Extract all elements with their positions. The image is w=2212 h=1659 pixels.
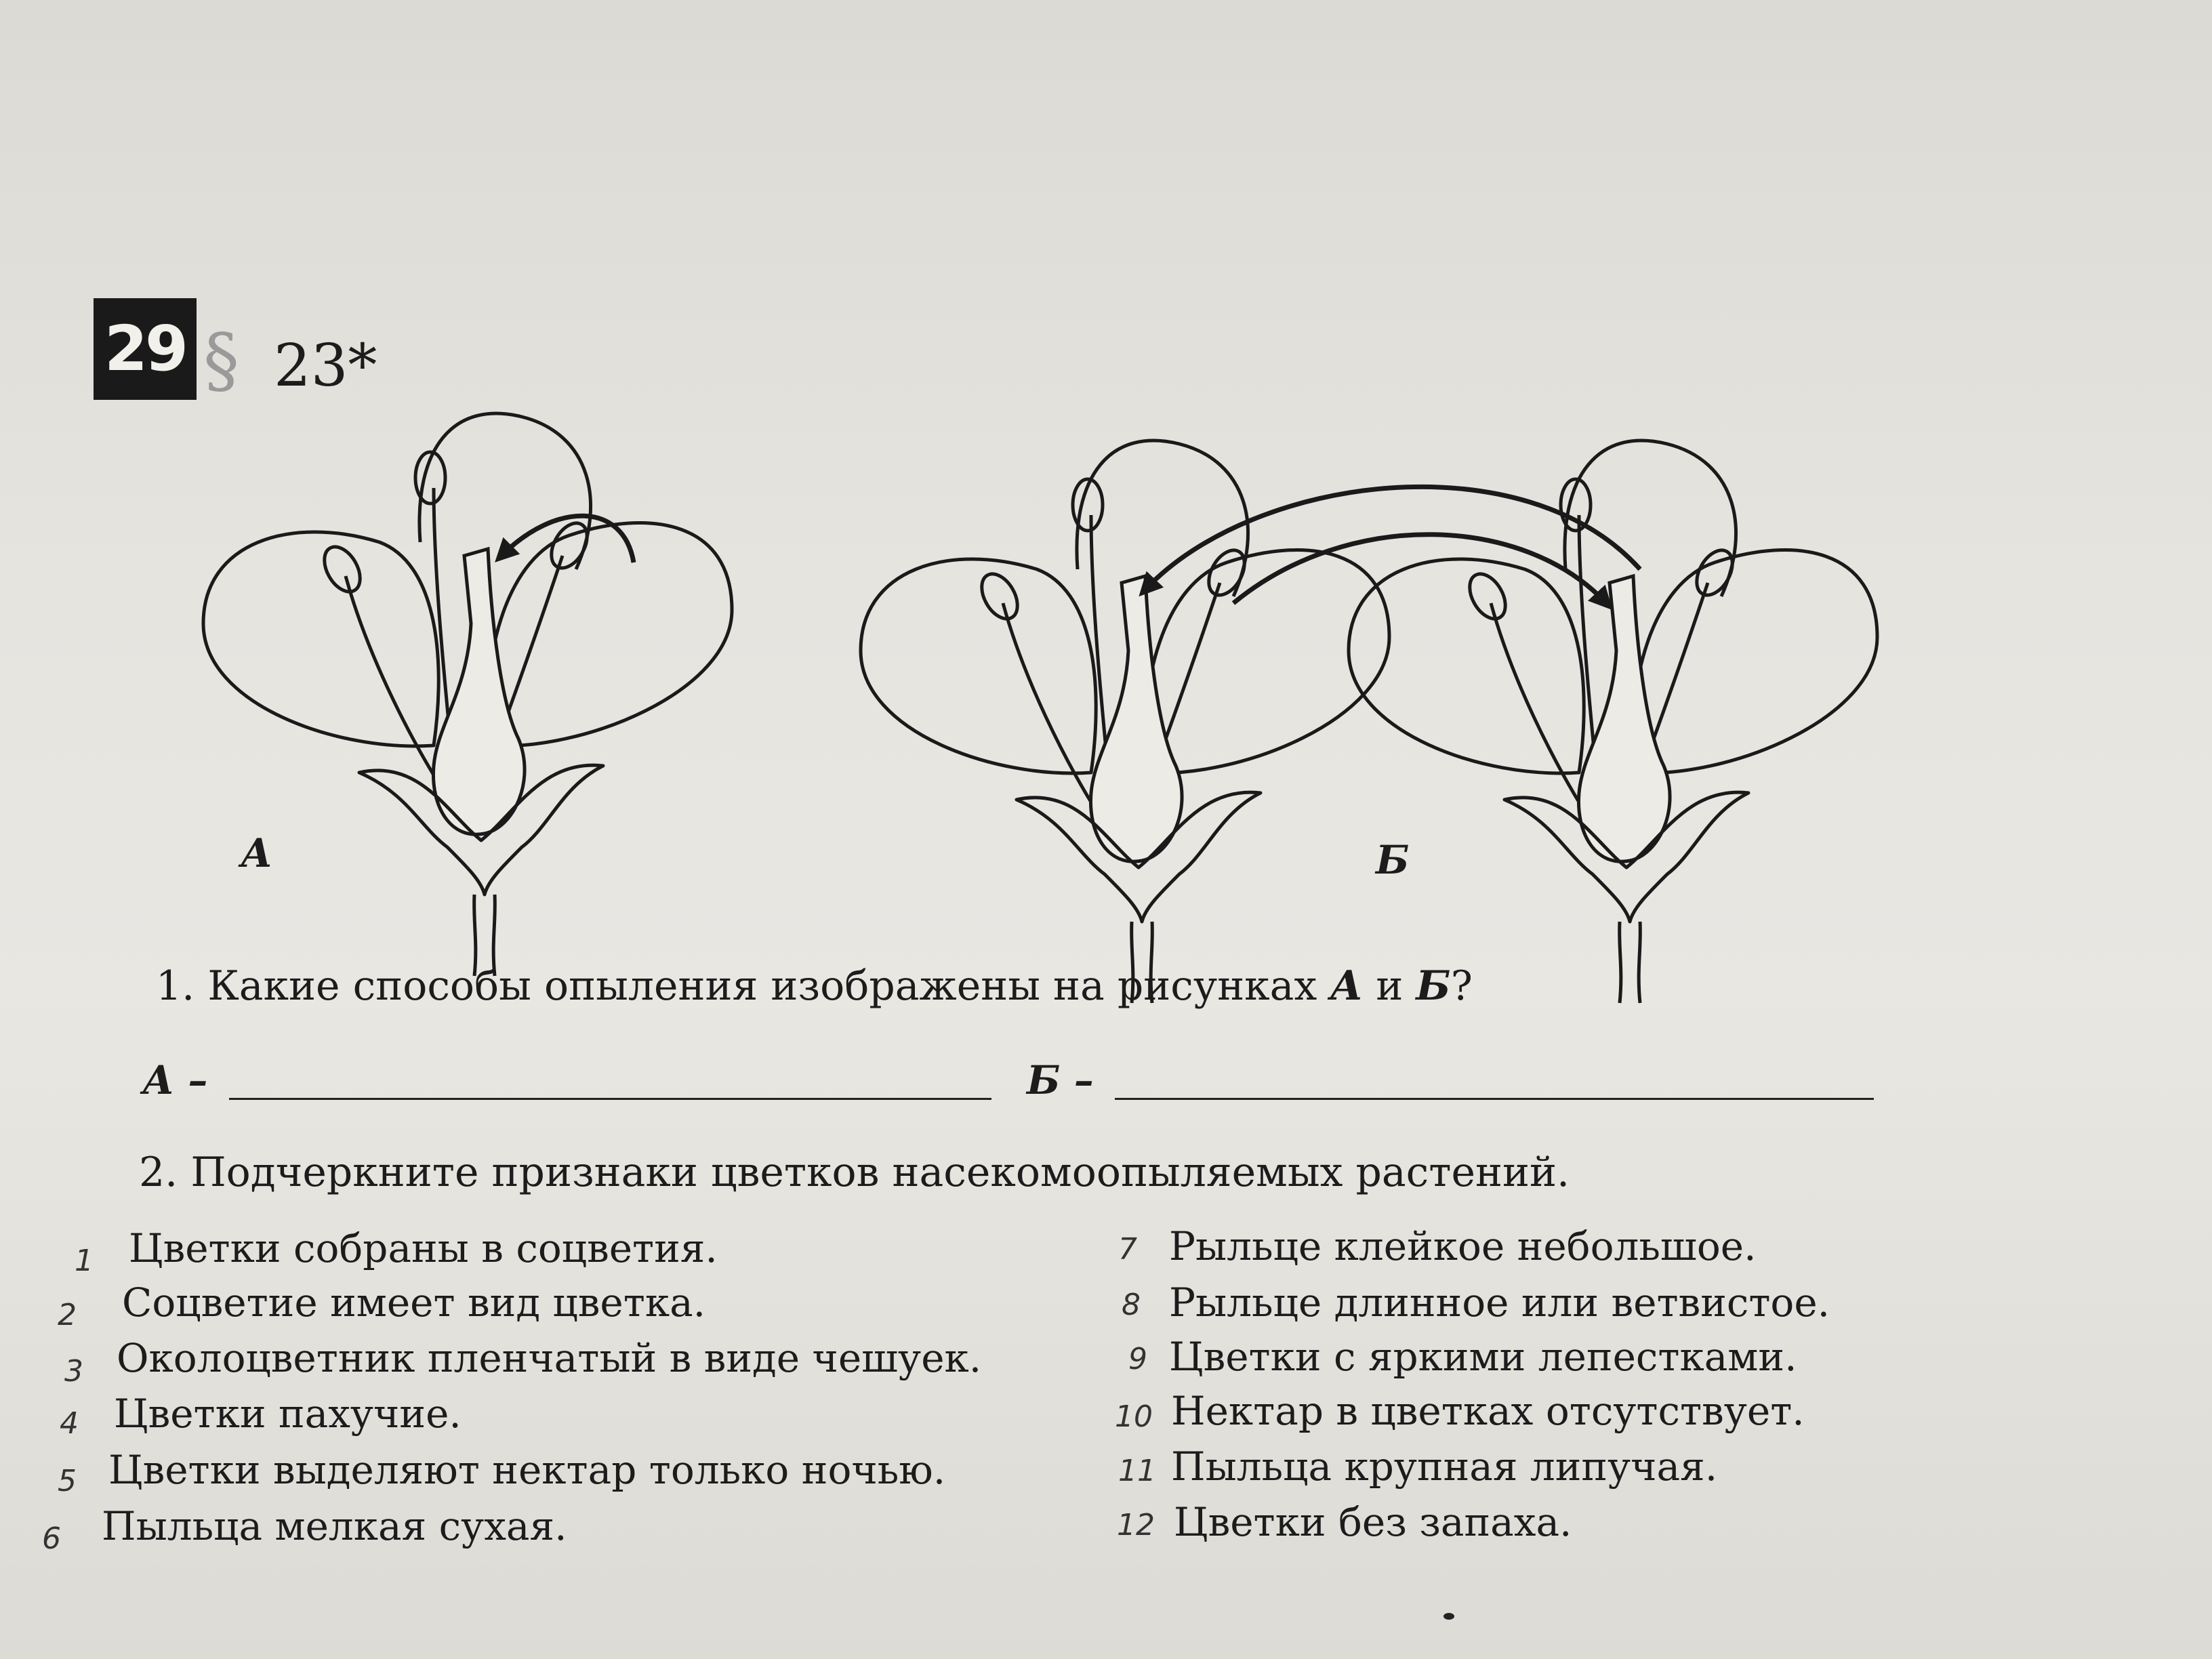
figure-label-b: Б	[1376, 837, 1410, 883]
page-number-badge: 29	[94, 298, 197, 400]
item-10-text[interactable]: Нектар в цветках отсутствует.	[1171, 1388, 1805, 1434]
question-1-number: 1.	[156, 962, 195, 1010]
item-8-text[interactable]: Рыльце длинное или ветвистое.	[1169, 1279, 1830, 1326]
flower-b-right	[1349, 441, 1877, 1003]
item-9-text[interactable]: Цветки с яркими лепестками.	[1169, 1334, 1797, 1380]
answer-b-line[interactable]	[1115, 1098, 1874, 1100]
item-5-text[interactable]: Цветки выделяют нектар только ночью.	[108, 1447, 946, 1493]
item-4-number: 4	[60, 1406, 79, 1441]
item-2-text[interactable]: Соцветие имеет вид цветка.	[122, 1279, 706, 1326]
question-2: 2. Подчеркните признаки цветков насекомо…	[139, 1149, 1570, 1196]
self-pollination-arrow	[495, 513, 636, 563]
item-1-number: 1	[75, 1244, 94, 1278]
answer-b-label: Б –	[1027, 1057, 1094, 1103]
item-8-number: 8	[1122, 1288, 1141, 1322]
item-12-number: 12	[1117, 1508, 1155, 1542]
question-1-a: А	[1330, 962, 1364, 1010]
item-11-number: 11	[1118, 1454, 1156, 1488]
item-12-text[interactable]: Цветки без запаха.	[1174, 1499, 1572, 1545]
item-7-text[interactable]: Рыльце клейкое небольшое.	[1169, 1223, 1757, 1269]
item-6-text[interactable]: Пыльца мелкая сухая.	[102, 1503, 567, 1549]
answer-a-line[interactable]	[229, 1098, 991, 1100]
item-10-number: 10	[1115, 1399, 1153, 1434]
item-2-number: 2	[58, 1298, 77, 1332]
item-3-text[interactable]: Околоцветник пленчатый в виде чешуек.	[117, 1335, 982, 1381]
question-1-end: ?	[1450, 962, 1473, 1010]
cross-pollination-arrow-1	[1139, 484, 1642, 597]
item-1-text[interactable]: Цветки собраны в соцветия.	[129, 1225, 718, 1271]
question-1: 1. Какие способы опыления изображены на …	[156, 962, 1473, 1010]
question-1-conj: и	[1376, 962, 1404, 1010]
ink-dot	[1443, 1613, 1454, 1620]
cross-pollination-arrow-2	[1231, 532, 1613, 611]
flower-b-left	[861, 441, 1389, 1003]
question-2-number: 2.	[139, 1149, 178, 1196]
figure-label-a: А	[241, 830, 273, 876]
section-number: 23*	[274, 332, 377, 400]
item-7-number: 7	[1118, 1232, 1137, 1267]
question-2-text: Подчеркните признаки цветков насекомоопы…	[190, 1149, 1570, 1196]
question-1-b: Б	[1416, 962, 1451, 1010]
answer-a-label: А –	[142, 1057, 208, 1103]
item-3-number: 3	[64, 1354, 83, 1389]
item-11-text[interactable]: Пыльца крупная липучая.	[1171, 1443, 1718, 1490]
item-9-number: 9	[1128, 1342, 1147, 1376]
item-6-number: 6	[42, 1521, 61, 1556]
item-4-text[interactable]: Цветки пахучие.	[114, 1391, 462, 1437]
section-symbol: §	[203, 319, 239, 402]
item-5-number: 5	[58, 1464, 77, 1498]
flower-a	[203, 413, 732, 976]
question-1-text: Какие способы опыления изображены на рис…	[207, 962, 1317, 1010]
